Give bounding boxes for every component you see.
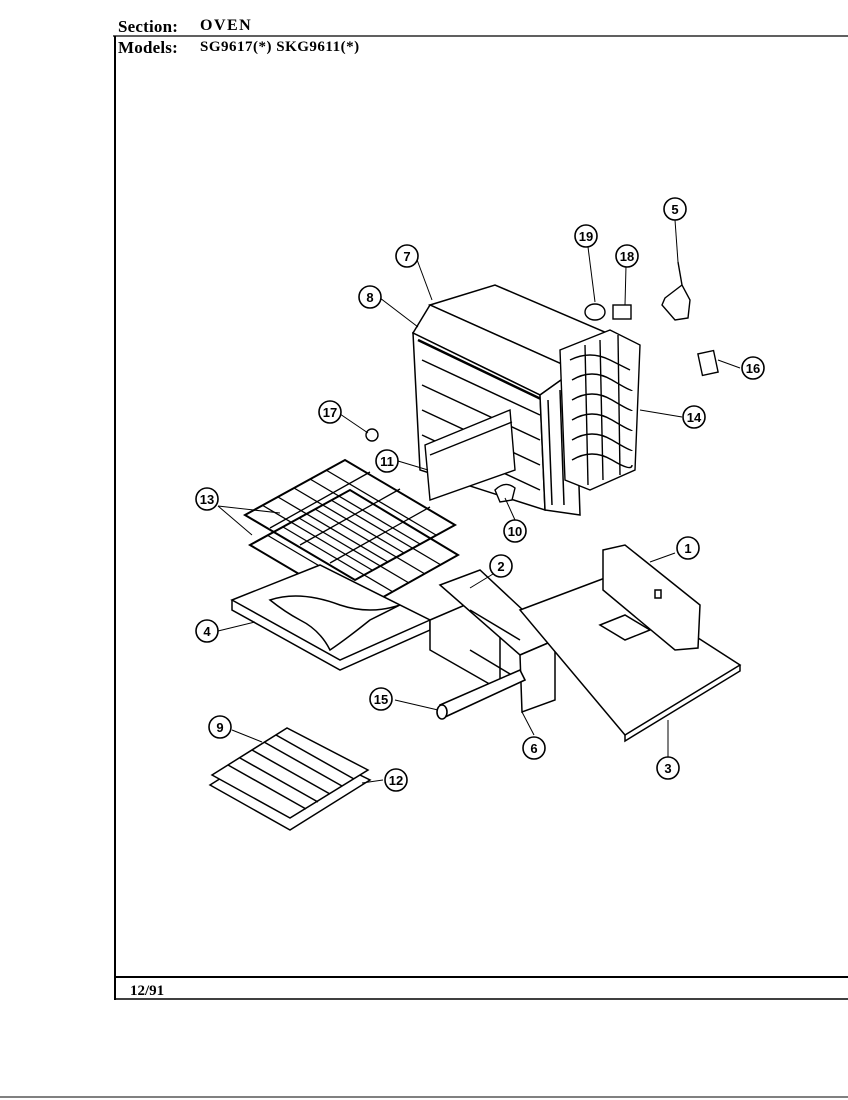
callout-label: 1 bbox=[684, 541, 691, 556]
callout-10: 10 bbox=[503, 519, 527, 543]
callout-16: 16 bbox=[741, 356, 765, 380]
broiler-drawer-bottom bbox=[230, 564, 432, 671]
callout-2: 2 bbox=[489, 554, 513, 578]
small-parts bbox=[365, 261, 719, 503]
callout-15: 15 bbox=[369, 687, 393, 711]
callout-5: 5 bbox=[663, 197, 687, 221]
callout-label: 18 bbox=[620, 249, 634, 264]
revision-date: 12/91 bbox=[130, 983, 165, 999]
callout-label: 14 bbox=[687, 410, 702, 425]
callout-label: 8 bbox=[366, 290, 373, 305]
callout-4: 4 bbox=[195, 619, 219, 643]
page-frame bbox=[0, 35, 848, 1098]
callout-label: 4 bbox=[203, 624, 211, 639]
callout-label: 12 bbox=[389, 773, 403, 788]
callout-label: 3 bbox=[664, 761, 671, 776]
callout-label: 13 bbox=[200, 492, 214, 507]
back-panel bbox=[602, 544, 701, 651]
broiler-pan bbox=[208, 727, 372, 831]
callout-label: 2 bbox=[497, 559, 504, 574]
callout-3: 3 bbox=[656, 756, 680, 780]
callout-label: 11 bbox=[380, 454, 394, 469]
leader-lines bbox=[217, 219, 741, 784]
callout-8: 8 bbox=[358, 285, 382, 309]
callout-label: 9 bbox=[216, 720, 223, 735]
section-label: Section: bbox=[118, 17, 179, 36]
callout-17: 17 bbox=[318, 400, 342, 424]
rear-burner-assembly bbox=[559, 329, 641, 491]
models-label: Models: bbox=[118, 38, 178, 57]
callout-7: 7 bbox=[395, 244, 419, 268]
baffle-part bbox=[424, 408, 516, 501]
callout-label: 7 bbox=[403, 249, 410, 264]
models-value: SG9617(*) SKG9611(*) bbox=[200, 39, 360, 55]
broiler-drawer-front bbox=[429, 569, 557, 714]
callout-14: 14 bbox=[682, 405, 706, 429]
callout-6: 6 bbox=[522, 736, 546, 760]
callout-12: 12 bbox=[384, 768, 408, 792]
callout-11: 11 bbox=[375, 449, 399, 473]
callout-label: 5 bbox=[671, 202, 678, 217]
section-value: OVEN bbox=[200, 17, 253, 34]
callout-label: 16 bbox=[746, 361, 760, 376]
callout-label: 6 bbox=[530, 741, 537, 756]
callout-18: 18 bbox=[615, 244, 639, 268]
broiler-burner-tube bbox=[436, 668, 527, 720]
callout-9: 9 bbox=[208, 715, 232, 739]
callout-19: 19 bbox=[574, 224, 598, 248]
callout-label: 10 bbox=[508, 524, 522, 539]
callout-13: 13 bbox=[195, 487, 219, 511]
callout-1: 1 bbox=[676, 536, 700, 560]
bottom-panel bbox=[518, 577, 742, 743]
callout-label: 15 bbox=[374, 692, 388, 707]
callout-label: 17 bbox=[323, 405, 337, 420]
callout-label: 19 bbox=[579, 229, 593, 244]
